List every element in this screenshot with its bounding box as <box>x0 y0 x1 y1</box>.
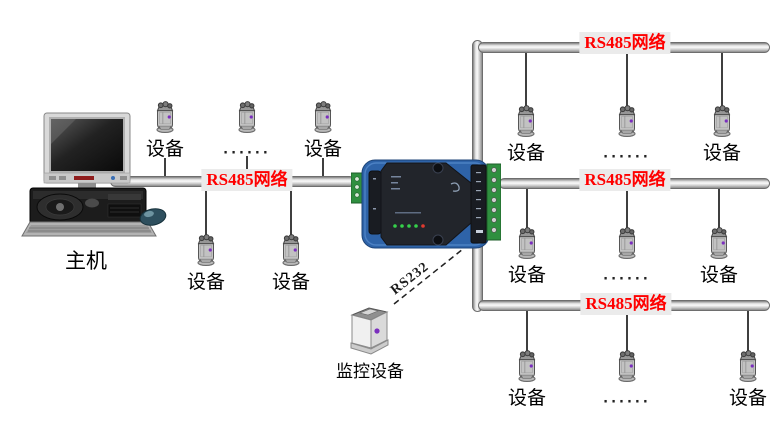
device-icon <box>615 350 639 382</box>
monitoring-device-icon <box>350 307 389 355</box>
device-node: 设备 <box>492 227 562 286</box>
device-link-line <box>718 188 720 229</box>
device-label: 设备 <box>271 271 310 293</box>
device-node: 设备 <box>687 105 757 164</box>
device-icon <box>311 101 335 133</box>
bus-label-top-right: RS485网络 <box>579 32 671 54</box>
device-link-line <box>526 310 528 352</box>
device-node: 设备 <box>684 227 754 286</box>
device-ellipsis-label: ······ <box>223 146 271 161</box>
device-link-line <box>747 310 749 352</box>
device-link-line <box>526 188 528 229</box>
device-link-line <box>164 158 166 178</box>
device-ellipsis-label: ······ <box>603 150 651 165</box>
device-icon <box>515 350 539 382</box>
device-label: 设备 <box>699 264 738 286</box>
device-icon <box>194 234 218 266</box>
device-icon <box>279 234 303 266</box>
device-link-line <box>246 156 248 178</box>
device-node: ······ <box>592 350 662 414</box>
bus-label-left: RS485网络 <box>201 169 293 191</box>
device-label: 设备 <box>303 138 342 160</box>
host-label: 主机 <box>65 249 107 273</box>
device-node: ······ <box>592 105 662 169</box>
device-ellipsis-label: ······ <box>603 395 651 410</box>
device-icon <box>615 105 639 137</box>
device-node: ······ <box>592 227 662 291</box>
device-label: 设备 <box>728 387 767 409</box>
device-node: 设备 <box>256 234 326 293</box>
device-label: 设备 <box>507 264 546 286</box>
device-icon <box>710 105 734 137</box>
device-label: 设备 <box>186 271 225 293</box>
device-link-line <box>626 52 628 107</box>
device-ellipsis-label: ······ <box>603 272 651 287</box>
device-node: ······ <box>212 101 282 165</box>
device-link-line <box>721 52 723 107</box>
device-icon <box>514 105 538 137</box>
device-link-line <box>525 52 527 107</box>
device-link-line <box>205 186 207 236</box>
device-node: 设备 <box>130 101 200 160</box>
device-icon <box>615 227 639 259</box>
device-node: 设备 <box>492 350 562 409</box>
device-node: 设备 <box>491 105 561 164</box>
bus-label-bottom-right: RS485网络 <box>580 293 672 315</box>
rs485-converter-icon <box>351 159 501 249</box>
device-link-line <box>626 188 628 229</box>
device-label: 设备 <box>702 142 741 164</box>
host-computer-icon <box>21 112 167 237</box>
monitoring-device-label: 监控设备 <box>336 362 404 382</box>
device-icon <box>515 227 539 259</box>
device-link-line <box>290 186 292 236</box>
device-icon <box>707 227 731 259</box>
device-node: 设备 <box>288 101 358 160</box>
device-node: 设备 <box>713 350 782 409</box>
device-link-line <box>322 158 324 178</box>
device-label: 设备 <box>145 138 184 160</box>
device-link-line <box>626 310 628 352</box>
device-icon <box>235 101 259 133</box>
device-icon <box>736 350 760 382</box>
device-label: 设备 <box>507 387 546 409</box>
bus-label-middle-right: RS485网络 <box>579 169 671 191</box>
device-node: 设备 <box>171 234 241 293</box>
rs232-link-line <box>393 248 464 305</box>
device-label: 设备 <box>506 142 545 164</box>
